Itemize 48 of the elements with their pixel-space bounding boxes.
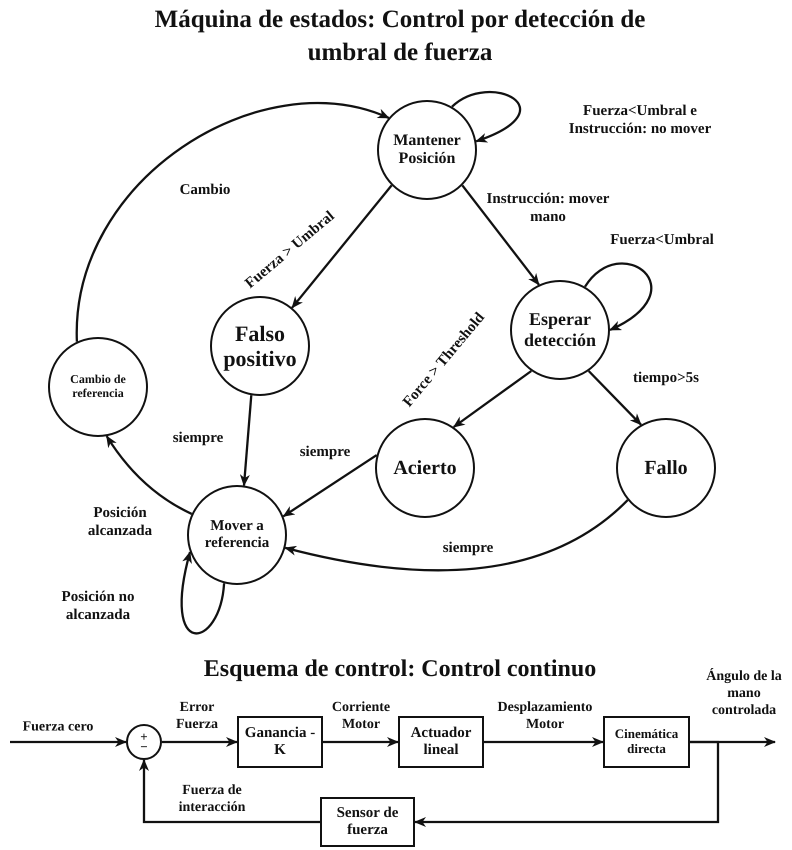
- block-box: Sensor de fuerza: [320, 797, 415, 847]
- arrow: [414, 740, 720, 827]
- arrow: [323, 737, 399, 747]
- arrow: [162, 737, 238, 747]
- arrow: [588, 370, 642, 426]
- state-circle: Fallo: [616, 418, 716, 518]
- edge-label: siempre: [442, 539, 494, 557]
- edge-label: Fuerza de interacción: [178, 783, 246, 817]
- arrow: [291, 184, 392, 308]
- state-circle: Mantener Posición: [377, 100, 477, 200]
- arrow: [240, 395, 252, 486]
- edge-label: tiempo>5s: [632, 369, 700, 387]
- state-circle: Cambio de referencia: [48, 337, 148, 437]
- state-circle: Acierto: [375, 418, 475, 518]
- arrow: [10, 737, 127, 747]
- edge-label: Fuerza<Umbral: [609, 231, 715, 249]
- edge-label: Instrucción: mover mano: [486, 190, 610, 226]
- block-box: Actuador lineal: [398, 716, 484, 768]
- arrow: [106, 435, 192, 515]
- edge-label: Desplazamiento Motor: [496, 700, 594, 734]
- arrow: [451, 91, 522, 142]
- edge-label: Cambio: [178, 181, 232, 199]
- arrow: [484, 737, 604, 747]
- edge-label: siempre: [172, 429, 224, 447]
- arrow: [461, 184, 540, 286]
- summing-junction: + −: [126, 724, 162, 760]
- block-box: Ganancia -K: [237, 716, 323, 768]
- arrow: [282, 454, 378, 518]
- edge-label: Corriente Motor: [330, 700, 392, 734]
- edge-label: Fuerza<Umbral e Instrucción: no mover: [568, 102, 712, 138]
- state-circle: Esperar detección: [510, 280, 610, 380]
- edge-label: Fuerza cero: [22, 720, 94, 736]
- state-circle: Falso positivo: [210, 296, 310, 396]
- edge-label: Posición alcanzada: [86, 504, 154, 540]
- arrow: [452, 370, 532, 428]
- arrow: [284, 499, 628, 572]
- arrow: [584, 262, 652, 332]
- section-heading: Esquema de control: Control continuo: [202, 656, 598, 683]
- edge-label: Posición no alcanzada: [60, 588, 136, 624]
- arrow: [180, 551, 226, 634]
- edge-label: Ángulo de la mano controlada: [705, 668, 783, 720]
- block-box: Cinemática directa: [603, 716, 690, 768]
- arrow: [76, 102, 390, 342]
- edge-label: Error Fuerza: [175, 700, 219, 734]
- edge-label: siempre: [298, 443, 352, 461]
- diagram-title: Máquina de estados: Control por detección de umbral de fuerza: [154, 5, 646, 68]
- state-circle: Mover a referencia: [187, 485, 287, 585]
- arrow: [139, 759, 320, 824]
